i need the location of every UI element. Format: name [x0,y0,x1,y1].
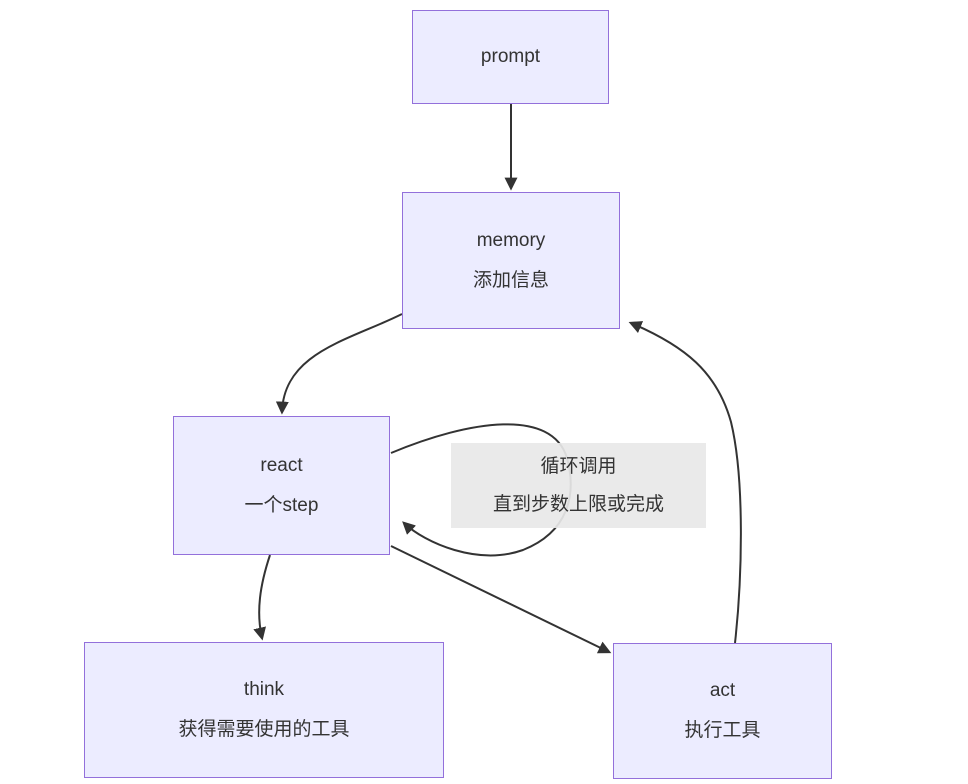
node-think-sublabel: 获得需要使用的工具 [178,719,350,740]
node-act-sublabel: 执行工具 [684,720,761,741]
node-memory-sublabel: 添加信息 [472,269,549,291]
node-act-label: act [709,680,736,701]
node-react-sublabel: 一个step [244,494,319,516]
edge-memory-to-react [275,313,403,415]
loop-edge-label-line1: 循环调用 [540,455,617,477]
node-think: think 获得需要使用的工具 [84,642,444,778]
node-memory: memory 添加信息 [402,192,620,329]
node-memory-label: memory [476,229,546,251]
edge-react-to-act [390,545,612,654]
node-prompt-label: prompt [480,46,541,67]
loop-edge-label-line2: 直到步数上限或完成 [492,493,664,515]
node-think-label: think [243,679,285,700]
node-react-label: react [260,454,303,476]
node-prompt: prompt [412,10,609,104]
node-act: act 执行工具 [613,643,832,779]
edge-react-to-think [253,554,271,641]
node-react: react 一个step [173,416,390,555]
loop-edge-label: 循环调用 直到步数上限或完成 [451,443,706,528]
edge-act-to-memory [628,321,742,644]
